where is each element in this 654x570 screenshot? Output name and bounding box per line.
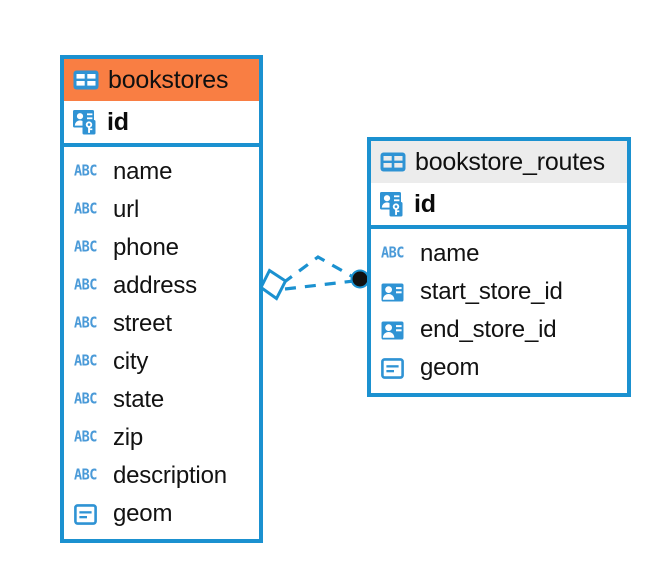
field-list-bookstores: ABC name ABC url ABC phone ABC address A… xyxy=(64,147,259,539)
field-row-address[interactable]: ABC address xyxy=(64,267,259,305)
table-icon xyxy=(380,152,406,172)
geometry-icon xyxy=(381,357,412,379)
entity-header-bookstore-routes[interactable]: bookstore_routes xyxy=(371,141,627,183)
field-label: city xyxy=(113,348,149,375)
foreign-key-icon xyxy=(381,321,412,340)
diamond-outline-icon xyxy=(259,268,288,301)
abc-icon: ABC xyxy=(381,244,404,263)
primary-key-icon xyxy=(380,191,407,217)
abc-icon: ABC xyxy=(74,390,97,409)
field-row-city[interactable]: ABC city xyxy=(64,343,259,381)
table-icon xyxy=(73,70,99,90)
field-row-end-store-id[interactable]: end_store_id xyxy=(371,311,627,349)
abc-icon: ABC xyxy=(74,466,97,485)
field-label: start_store_id xyxy=(420,278,563,305)
foreign-key-icon xyxy=(381,283,412,302)
field-row-geom[interactable]: geom xyxy=(64,495,259,533)
entity-bookstores[interactable]: bookstores id xyxy=(60,55,263,543)
abc-icon: ABC xyxy=(74,352,97,371)
field-label: name xyxy=(420,240,480,267)
field-label: url xyxy=(113,196,140,223)
abc-icon: ABC xyxy=(74,162,97,181)
field-label: street xyxy=(113,310,172,337)
entity-title: bookstore_routes xyxy=(415,147,605,176)
field-label: zip xyxy=(113,424,144,451)
field-row-geom[interactable]: geom xyxy=(371,349,627,387)
field-label: description xyxy=(113,462,227,489)
abc-icon: ABC xyxy=(74,238,97,257)
field-label: phone xyxy=(113,234,179,261)
abc-icon: ABC xyxy=(74,428,97,447)
field-row-name[interactable]: ABC name xyxy=(371,235,627,273)
field-row-street[interactable]: ABC street xyxy=(64,305,259,343)
field-label: id xyxy=(414,189,436,218)
relationship-line-upper xyxy=(282,255,356,285)
field-row-phone[interactable]: ABC phone xyxy=(64,229,259,267)
entity-bookstore-routes[interactable]: bookstore_routes id xyxy=(367,137,631,397)
entity-header-bookstores[interactable]: bookstores xyxy=(64,59,259,101)
abc-icon: ABC xyxy=(74,276,97,295)
field-label: end_store_id xyxy=(420,316,557,343)
field-label: geom xyxy=(420,354,480,381)
field-row-start-store-id[interactable]: start_store_id xyxy=(371,273,627,311)
primary-key-icon xyxy=(73,109,100,135)
geometry-icon xyxy=(74,503,105,525)
field-row-zip[interactable]: ABC zip xyxy=(64,419,259,457)
field-row-primary-key[interactable]: id xyxy=(64,101,259,147)
field-row-primary-key[interactable]: id xyxy=(371,183,627,229)
abc-icon: ABC xyxy=(74,314,97,333)
field-row-name[interactable]: ABC name xyxy=(64,153,259,191)
field-label: id xyxy=(107,107,129,136)
field-label: state xyxy=(113,386,165,413)
relationship-line-lower xyxy=(284,279,355,291)
field-label: address xyxy=(113,272,197,299)
field-row-url[interactable]: ABC url xyxy=(64,191,259,229)
field-label: geom xyxy=(113,500,173,527)
field-row-state[interactable]: ABC state xyxy=(64,381,259,419)
entity-title: bookstores xyxy=(108,65,229,94)
field-list-bookstore-routes: ABC name start_store_id xyxy=(371,229,627,393)
abc-icon: ABC xyxy=(74,200,97,219)
field-label: name xyxy=(113,158,173,185)
field-row-description[interactable]: ABC description xyxy=(64,457,259,495)
